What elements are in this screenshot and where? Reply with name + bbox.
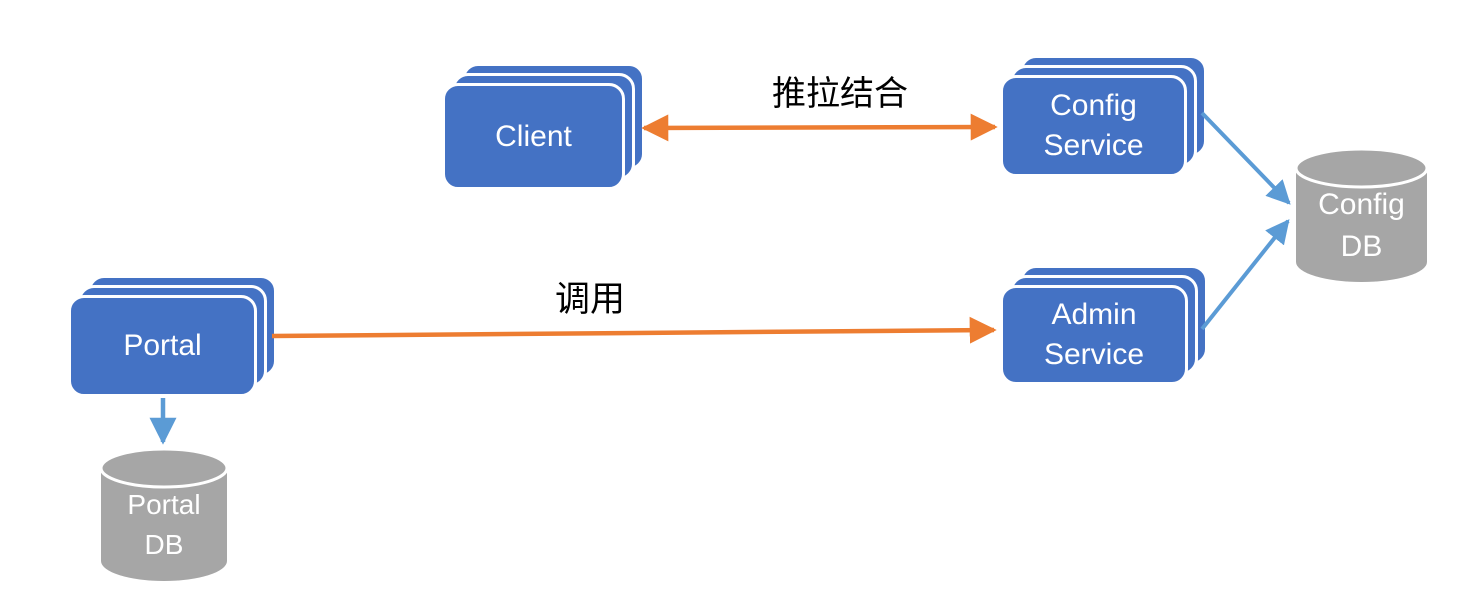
edge-admin-service-config-db-arrow: [1200, 219, 1290, 331]
admin-service-stack-layer-front: Admin Service: [1000, 285, 1188, 385]
edge-label-call: 调用: [554, 280, 625, 319]
node-portal: Portal: [68, 275, 277, 397]
admin-service-label-line1: Admin: [1051, 298, 1137, 331]
portal-label: Portal: [123, 329, 202, 362]
admin-service-label-line2: Service: [1043, 338, 1145, 371]
config-db-cylinder-icon: [1294, 147, 1429, 282]
config-service-label-line2: Service: [1043, 129, 1144, 162]
edge-client-config-service-double-arrow: [641, 113, 998, 142]
node-config-service: Config Service: [1000, 55, 1207, 177]
node-config-db: Config DB: [1294, 147, 1429, 284]
config-service-stack-layer-front: Config Service: [1000, 75, 1187, 177]
portal-db-cylinder-icon: [99, 447, 229, 581]
edge-label-push-pull: 推拉结合: [772, 76, 908, 113]
node-client: Client: [442, 63, 645, 190]
client-label: Client: [495, 119, 572, 153]
config-db-label-line2: DB: [1340, 229, 1383, 263]
portal-db-label: Portal DB: [99, 447, 229, 583]
node-portal-db: Portal DB: [99, 447, 229, 583]
config-db-label: Config DB: [1294, 147, 1429, 284]
portal-stack-layer-front: Portal: [68, 295, 257, 397]
edge-config-service-config-db-arrow: [1200, 111, 1291, 205]
node-admin-service: Admin Service: [1000, 265, 1208, 385]
config-db-label-line1: Config: [1318, 187, 1405, 221]
edge-portal-admin-service-arrow: [271, 316, 997, 344]
portal-db-label-line1: Portal: [127, 489, 201, 520]
config-service-label-line1: Config: [1050, 89, 1137, 122]
client-stack-layer-front: Client: [442, 83, 625, 190]
portal-db-label-line2: DB: [144, 529, 184, 560]
